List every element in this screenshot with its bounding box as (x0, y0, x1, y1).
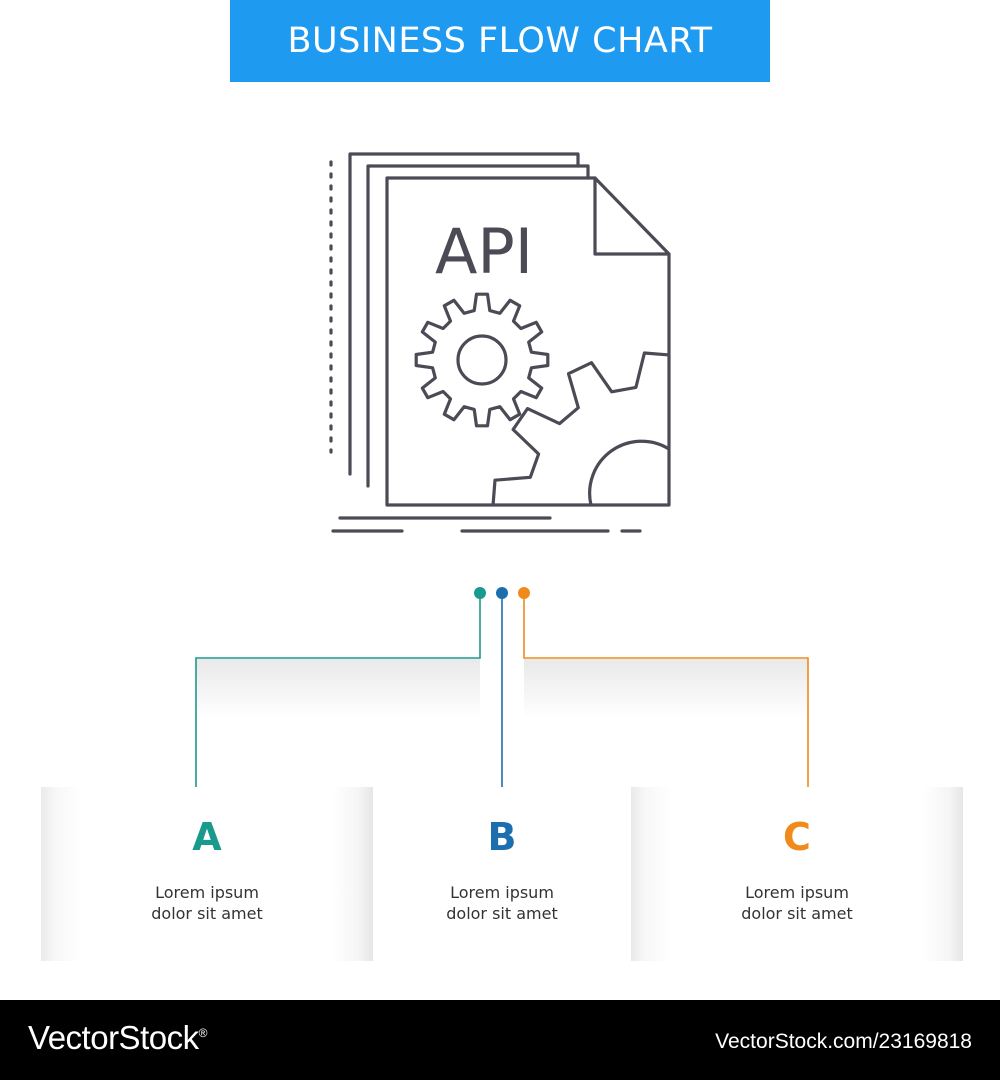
step-text-a: Lorem ipsum dolor sit amet (41, 882, 373, 924)
step-text-line1: Lorem ipsum (155, 883, 259, 902)
flow-diagram: API (195, 152, 809, 797)
step-letter-c: C (783, 815, 811, 859)
small-gear-outline (414, 292, 550, 428)
page-fold-icon (593, 176, 671, 256)
step-text-line1: Lorem ipsum (450, 883, 554, 902)
step-text-line2: dolor sit amet (741, 904, 853, 923)
step-card-b: B Lorem ipsum dolor sit amet (373, 787, 631, 961)
title-banner: BUSINESS FLOW CHART (230, 0, 770, 82)
connector-shadow-left (196, 659, 480, 719)
page-middle-icon (366, 164, 590, 488)
page-front-icon (385, 176, 671, 507)
step-card-a: A Lorem ipsum dolor sit amet (41, 787, 373, 961)
connector-shadow-right (524, 659, 808, 719)
image-id: VectorStock.com/23169818 (715, 1030, 972, 1053)
step-text-line1: Lorem ipsum (745, 883, 849, 902)
small-gear-hub-icon (456, 334, 508, 386)
registered-mark: ® (198, 1026, 208, 1040)
page-back-icon (348, 152, 580, 476)
connector-a (195, 593, 481, 797)
step-letter-b: B (487, 815, 517, 859)
brand-name: VectorStock (28, 1019, 199, 1056)
node-dot-c (518, 587, 530, 599)
step-text-b: Lorem ipsum dolor sit amet (373, 882, 631, 924)
step-letter-a: A (192, 815, 222, 859)
connector-c (523, 593, 809, 797)
step-text-line2: dolor sit amet (151, 904, 263, 923)
vectorstock-logo: VectorStock® (28, 1019, 207, 1057)
page-title: BUSINESS FLOW CHART (287, 21, 713, 61)
step-text-c: Lorem ipsum dolor sit amet (631, 882, 963, 924)
node-dot-b (496, 587, 508, 599)
api-label: API (435, 215, 533, 288)
step-text-line2: dolor sit amet (446, 904, 558, 923)
api-gears-icon (329, 152, 671, 533)
node-dot-a (474, 587, 486, 599)
large-gear-hub-icon (588, 439, 669, 505)
step-card-c: C Lorem ipsum dolor sit amet (631, 787, 963, 961)
small-gear-icon (414, 292, 550, 428)
footer-bar: VectorStock® VectorStock.com/23169818 (0, 1000, 1000, 1080)
